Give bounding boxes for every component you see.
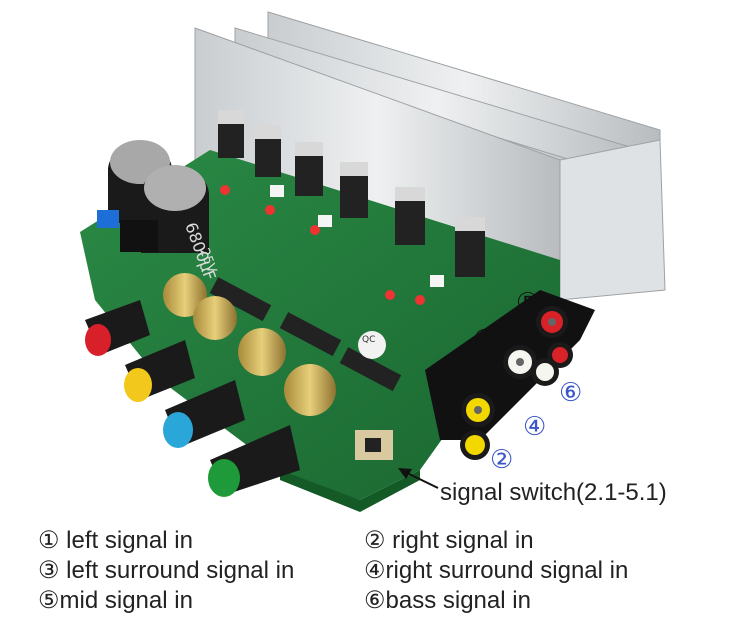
rca-jack-3 — [503, 345, 537, 379]
switch-pointer-arrow — [398, 468, 439, 489]
signal-switch — [355, 430, 393, 460]
volume-knobs — [85, 300, 300, 497]
qc-sticker: QC — [362, 335, 375, 345]
legend-item-6: ⑥bass signal in — [364, 587, 531, 614]
knob-green — [208, 425, 300, 497]
signal-switch-label: signal switch(2.1-5.1) — [440, 479, 667, 506]
knob-yellow — [124, 340, 195, 402]
rca-input-block — [425, 290, 595, 460]
callout-1: ① — [438, 358, 462, 388]
legend-item-2: ② right signal in — [364, 527, 534, 554]
callout-6: ⑥ — [559, 378, 583, 408]
legend-item-3: ③ left surround signal in — [38, 557, 295, 584]
callout-4: ④ — [523, 412, 547, 442]
potentiometers — [163, 273, 336, 416]
small-components: QC — [97, 185, 444, 392]
legend-item-1: ① left signal in — [38, 527, 193, 554]
rca-jack-1 — [461, 393, 495, 427]
legend-item-5: ⑤mid signal in — [38, 587, 193, 614]
knob-blue — [163, 380, 245, 448]
callout-2: ② — [490, 445, 514, 475]
callout-3: ③ — [473, 325, 497, 355]
rca-jack-5 — [536, 306, 568, 338]
legend-item-4: ④right surround signal in — [364, 557, 629, 584]
rca-jack-6 — [547, 342, 573, 368]
power-transistors — [218, 110, 485, 277]
callout-5: ⑤ — [516, 288, 540, 318]
rca-jack-2 — [460, 430, 490, 460]
knob-red — [85, 300, 150, 356]
